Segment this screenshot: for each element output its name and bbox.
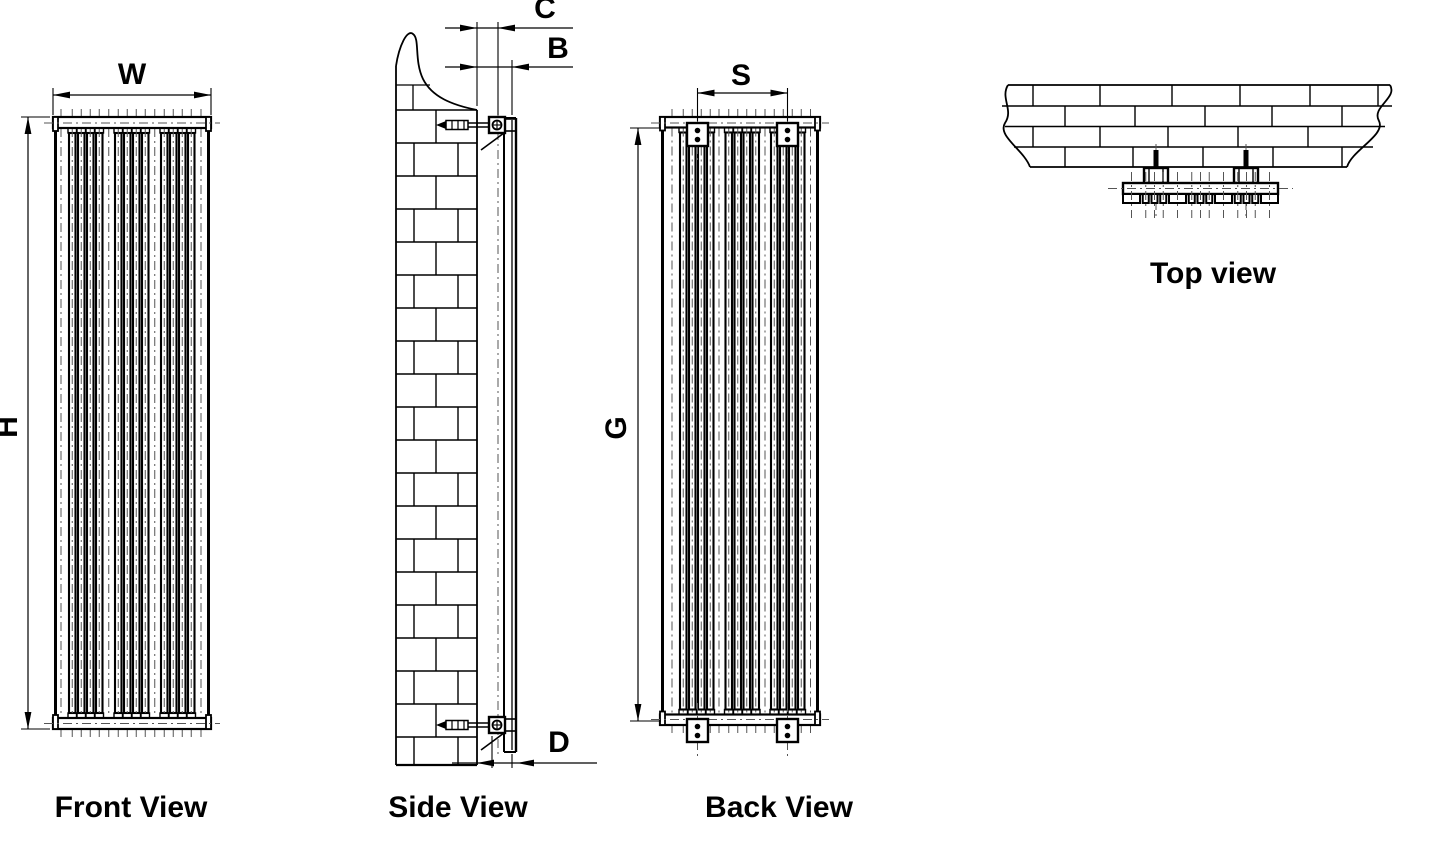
back-view-title: Back View	[705, 791, 854, 824]
top-view-linework	[1002, 84, 1393, 220]
front-view-linework	[21, 88, 220, 737]
dimension-label-b: B	[547, 32, 569, 65]
dimension-label-g: G	[600, 416, 633, 439]
dimension-label-h: H	[0, 416, 24, 438]
top-view: Top view	[1002, 84, 1393, 290]
side-view: C B D Side View	[388, 0, 597, 824]
top-view-title: Top view	[1150, 257, 1277, 290]
back-view-linework	[630, 88, 829, 757]
front-view: W H Front View	[0, 58, 220, 824]
dimension-label-w: W	[118, 58, 147, 91]
back-view: S G Back View	[600, 59, 854, 824]
dimension-label-c: C	[534, 0, 556, 25]
side-view-linework	[395, 22, 597, 768]
front-view-title: Front View	[55, 791, 208, 824]
side-view-title: Side View	[388, 791, 528, 824]
dimension-label-d: D	[548, 726, 570, 759]
dimension-label-s: S	[731, 59, 751, 92]
